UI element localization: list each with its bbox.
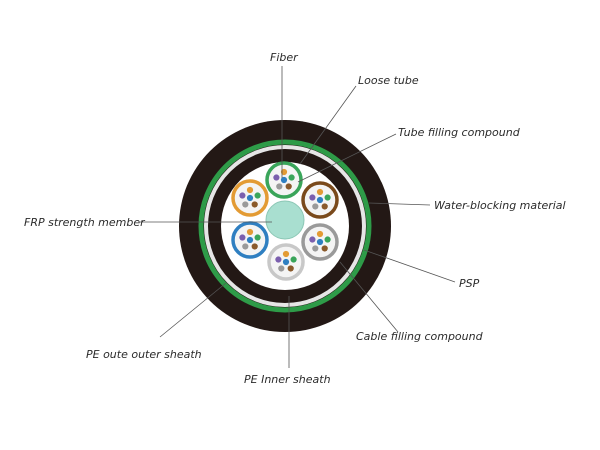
- fiber-brown-4: [312, 203, 319, 210]
- fiber-white-3: [287, 265, 294, 272]
- fiber-blue-3: [251, 243, 258, 250]
- leader-loose-tube: [299, 85, 357, 165]
- label-cable-filling-compound: Cable filling compound: [356, 330, 484, 343]
- fiber-orange-5: [239, 192, 246, 199]
- leader-psp: [363, 249, 456, 283]
- fiber-blue-2: [254, 234, 261, 241]
- fiber-gray-5: [309, 236, 316, 243]
- fiber-orange-2: [254, 192, 261, 199]
- fiber-green-3: [285, 183, 292, 190]
- fiber-orange-3: [251, 201, 258, 208]
- fiber-green-1: [280, 168, 288, 176]
- fiber-blue-4: [242, 243, 249, 250]
- loose-tubes-group: [231, 161, 339, 281]
- frp-strength-member-core: [265, 200, 305, 240]
- fiber-blue-5: [239, 234, 246, 241]
- leader-cable-filling-compound: [339, 261, 399, 333]
- fiber-orange-1: [246, 186, 254, 194]
- fiber-green-5: [273, 174, 280, 181]
- fiber-green-4: [276, 183, 283, 190]
- leader-tube-filling-compound: [297, 133, 397, 183]
- fiber-orange-0: [246, 194, 254, 202]
- fiber-blue-0: [246, 236, 254, 244]
- label-tube-filling-compound: Tube filling compound: [398, 126, 521, 139]
- fiber-brown-5: [309, 194, 316, 201]
- label-psp: PSP: [459, 277, 480, 290]
- leader-pe-outer-sheath: [159, 282, 227, 338]
- fiber-gray-4: [312, 245, 319, 252]
- fiber-blue-1: [246, 228, 254, 236]
- fiber-white-2: [290, 256, 297, 263]
- fiber-white-5: [275, 256, 282, 263]
- water-blocking-gap: [204, 145, 366, 307]
- label-fiber: Fiber: [270, 51, 299, 64]
- label-loose-tube: Loose tube: [358, 74, 419, 87]
- fiber-brown-0: [316, 196, 324, 204]
- leader-water-blocking-material: [368, 202, 431, 206]
- fiber-gray-2: [324, 236, 331, 243]
- fiber-white-0: [282, 258, 290, 266]
- label-pe-outer-sheath: PE oute outer sheath: [86, 348, 202, 361]
- fiber-orange-4: [242, 201, 249, 208]
- fiber-brown-3: [321, 203, 328, 210]
- fiber-green-0: [280, 176, 288, 184]
- fiber-brown-1: [316, 188, 324, 196]
- fiber-gray-1: [316, 230, 324, 238]
- label-pe-inner-sheath: PE Inner sheath: [244, 373, 331, 386]
- psp-ring: [198, 139, 372, 313]
- fiber-gray-3: [321, 245, 328, 252]
- fiber-brown-2: [324, 194, 331, 201]
- fiber-green-2: [288, 174, 295, 181]
- fiber-gray-0: [316, 238, 324, 246]
- label-frp-strength-member: FRP strength member: [24, 216, 146, 229]
- fiber-white-1: [282, 250, 290, 258]
- label-water-blocking-material: Water-blocking material: [434, 199, 566, 212]
- fiber-white-4: [278, 265, 285, 272]
